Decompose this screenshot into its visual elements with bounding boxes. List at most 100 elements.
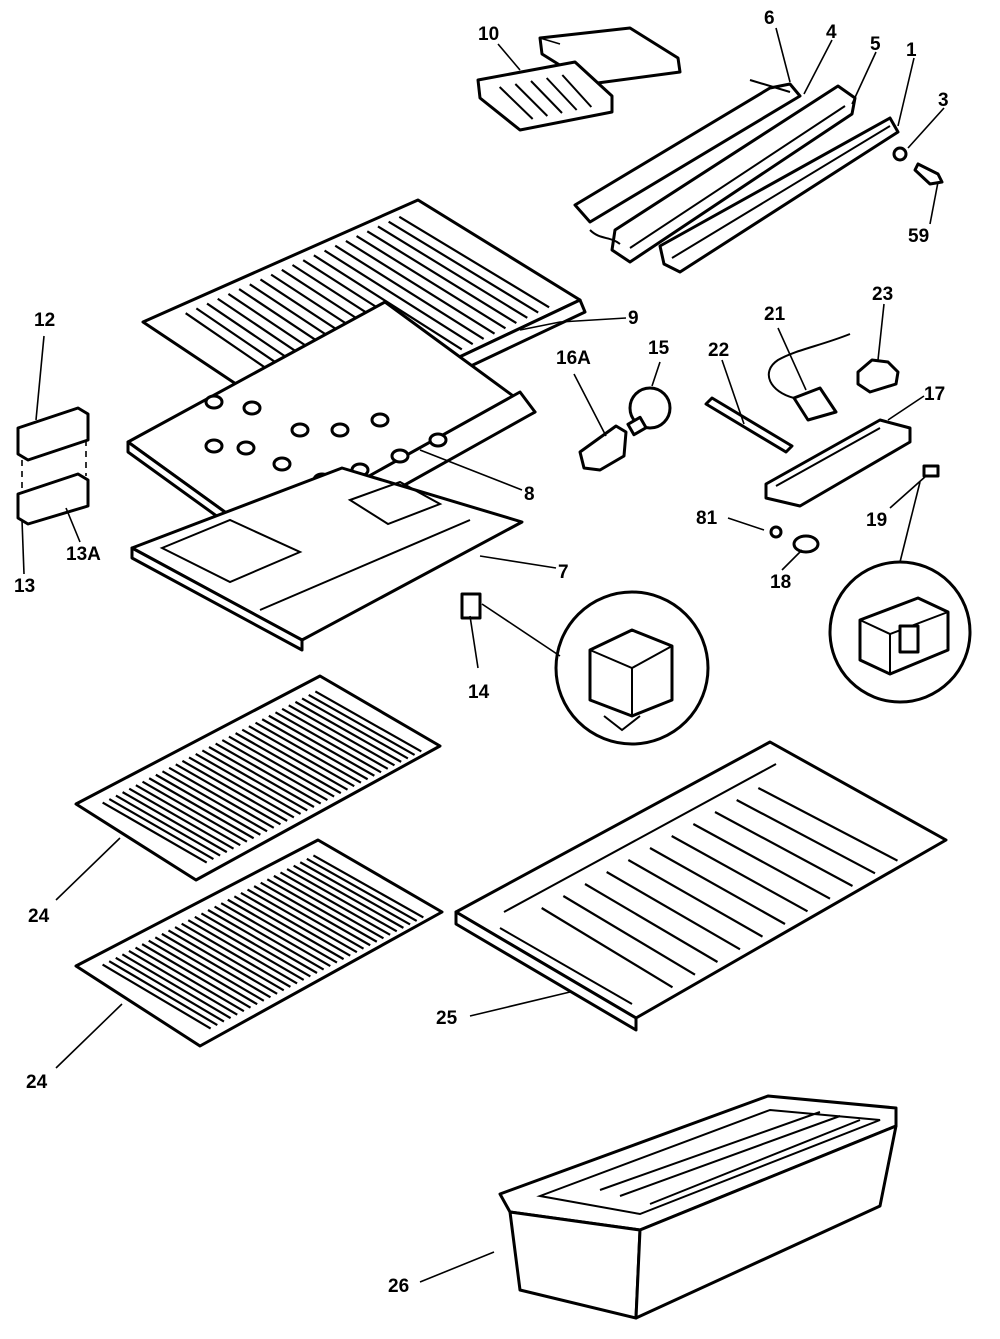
shelf-wire: [246, 888, 358, 954]
cover-slat: [627, 859, 764, 938]
shelf-wire: [174, 926, 285, 992]
side-brackets: [16, 406, 90, 526]
label-8: 8: [524, 484, 535, 505]
leader-lines: [21, 27, 945, 1283]
cover-bump: [272, 456, 292, 472]
cover-slat: [736, 799, 876, 875]
cover-slat: [606, 871, 741, 951]
label-10: 10: [478, 24, 499, 45]
shelf-wire: [181, 759, 288, 822]
part-labels: 10 6 4 5 1 3 59 12 9 16A 15 22 21 23 17 …: [14, 8, 949, 1297]
shelf-wire: [312, 854, 424, 919]
grille-bar: [323, 249, 474, 346]
shelf-wire: [274, 711, 382, 774]
label-26: 26: [388, 1276, 409, 1297]
label-23: 23: [872, 284, 893, 305]
shelf-wire: [148, 777, 255, 840]
shelf-wire: [260, 881, 371, 947]
grille-bar: [345, 239, 496, 335]
screw-81: [769, 525, 783, 539]
cover-slat: [757, 787, 899, 862]
bracket-detail: [460, 590, 710, 746]
shelf-wire: [121, 953, 232, 1020]
shelf-wire: [228, 735, 335, 798]
grille-bar: [334, 244, 485, 340]
thermostat: [856, 358, 900, 394]
shelf-wire: [207, 909, 318, 974]
shelf-wire: [281, 707, 389, 770]
shelf-wire: [155, 773, 261, 836]
cover-bump: [390, 448, 410, 464]
shelf-wire: [188, 756, 295, 819]
shelf-wire: [314, 690, 422, 753]
cover-bump: [428, 432, 448, 448]
label-4: 4: [826, 22, 837, 43]
label-12: 12: [34, 310, 55, 331]
label-25: 25: [436, 1008, 458, 1029]
shelf-wire: [241, 728, 349, 791]
shelf-wire: [253, 885, 365, 950]
shelf-wire: [266, 878, 378, 943]
shelf-wire: [227, 898, 338, 964]
light-bulb-and-socket: [578, 386, 672, 472]
shelf-wire: [194, 915, 305, 981]
cover-bump: [290, 422, 310, 438]
screw-and-nut: [892, 146, 944, 186]
cover-bump: [204, 438, 224, 454]
label-22: 22: [708, 340, 729, 361]
cover-slat: [541, 907, 674, 989]
shelf-wire: [294, 700, 402, 763]
tray-divider: [530, 80, 563, 114]
label-1: 1: [906, 40, 917, 61]
label-24-upper: 24: [28, 906, 50, 927]
cover-slat: [584, 883, 719, 963]
shelf-wire: [286, 868, 398, 933]
shelf-wire: [201, 749, 308, 812]
crisper-cover: [454, 740, 948, 1032]
shelf-wire: [301, 697, 409, 760]
label-17: 17: [924, 384, 945, 405]
ice-cube-trays: [476, 26, 682, 132]
shelf-wire: [261, 718, 369, 781]
label-6: 6: [764, 8, 775, 29]
shelf-wire: [167, 929, 278, 995]
shelf-wire: [308, 693, 416, 756]
cover-bump: [204, 394, 224, 410]
shelf-wire: [221, 739, 328, 802]
label-3: 3: [938, 90, 949, 111]
tray-divider: [498, 86, 534, 120]
shelf-wire: [195, 752, 302, 815]
shelf-wire: [208, 746, 315, 808]
shelf-wire: [141, 780, 248, 843]
shelf-wire: [235, 732, 342, 795]
shelf-wire: [115, 794, 221, 857]
switch-detail: [828, 560, 972, 704]
grille-bar: [398, 215, 550, 309]
shelf-wire: [215, 742, 322, 805]
wire-shelf-lower: [74, 838, 444, 1048]
shelf-wire: [141, 943, 252, 1009]
shelf-wire: [248, 725, 355, 788]
switch-assembly: [767, 333, 851, 422]
label-7: 7: [558, 562, 569, 583]
shelf-wire: [168, 766, 275, 829]
wire-shelf-upper: [74, 674, 442, 882]
shelf-wire: [187, 919, 298, 985]
tray-divider: [514, 83, 549, 117]
grille-bar: [366, 230, 517, 325]
label-14: 14: [468, 682, 490, 703]
shelf-wire: [181, 922, 291, 988]
knob-18: [792, 534, 820, 554]
cover-slat: [649, 847, 786, 925]
label-16a: 16A: [556, 348, 591, 369]
shelf-wire: [154, 936, 265, 1002]
shelf-wire: [288, 704, 396, 767]
cover-slat: [692, 823, 831, 900]
shelf-wire: [279, 871, 391, 936]
shelf-wire: [306, 857, 418, 922]
label-81: 81: [696, 508, 718, 529]
label-21: 21: [764, 304, 786, 325]
cover-bump: [330, 422, 350, 438]
